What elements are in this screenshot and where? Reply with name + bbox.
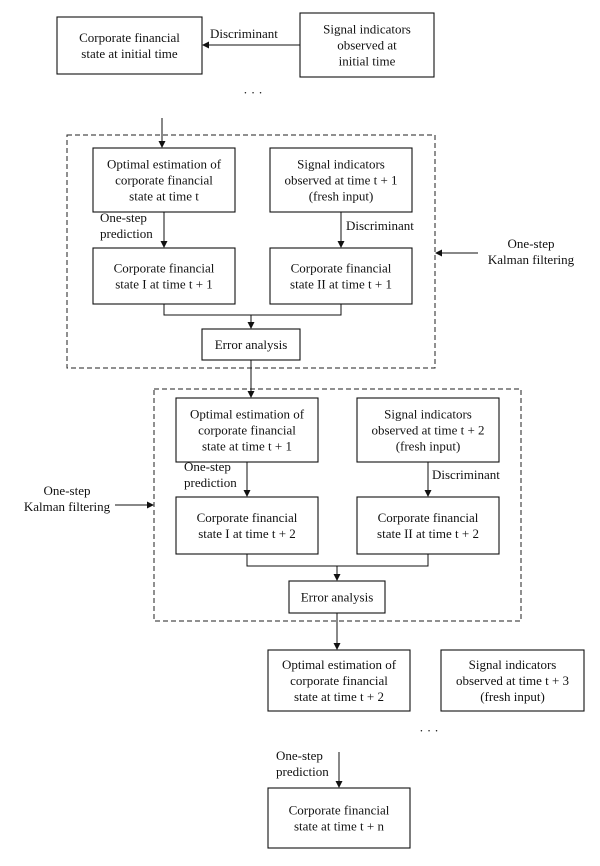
box-text: state II at time t + 2 xyxy=(377,526,479,541)
label-text: Discriminant xyxy=(210,26,278,41)
box-text: state I at time t + 2 xyxy=(198,526,296,541)
box-text: Optimal estimation of xyxy=(107,157,222,172)
label-text: prediction xyxy=(276,764,329,779)
box-error2: Error analysis xyxy=(288,580,386,614)
box-text: Corporate financial xyxy=(291,261,392,276)
box-text: Corporate financial xyxy=(378,510,479,525)
box-text: Error analysis xyxy=(301,590,374,605)
box-text: Optimal estimation of xyxy=(190,407,305,422)
label-text: Discriminant xyxy=(346,218,414,233)
box-text: Signal indicators xyxy=(384,407,472,422)
label-text: prediction xyxy=(100,226,153,241)
box-text: state I at time t + 1 xyxy=(115,277,213,292)
box-text: observed at time t + 2 xyxy=(371,423,484,438)
error-to-next-arrow-1 xyxy=(247,360,255,398)
discriminant-arrow-2 xyxy=(424,462,432,497)
box-text: state at initial time xyxy=(81,46,178,61)
label-text: Kalman filtering xyxy=(488,252,575,267)
box-text: state II at time t + 1 xyxy=(290,277,392,292)
kalman-pointer-right xyxy=(435,249,478,257)
box-text: Corporate financial xyxy=(289,803,390,818)
box-text: Corporate financial xyxy=(79,30,180,45)
prediction-arrow-3 xyxy=(335,752,343,788)
label-text: Discriminant xyxy=(432,467,500,482)
merge-arrow-2 xyxy=(333,566,341,581)
label-text: prediction xyxy=(184,475,237,490)
box-text: corporate financial xyxy=(290,673,388,688)
box-text: corporate financial xyxy=(115,173,213,188)
merge-arrow-1 xyxy=(247,315,255,329)
merge-connector-2 xyxy=(246,554,429,567)
box-text: observed at xyxy=(337,38,397,53)
kalman-pointer-left xyxy=(115,501,154,509)
box-text: initial time xyxy=(339,54,396,69)
label-discriminant-2: Discriminant xyxy=(432,467,500,482)
box-text: state at time t xyxy=(129,189,199,204)
discriminant-arrow-top xyxy=(202,41,300,49)
box-text: Error analysis xyxy=(215,337,288,352)
box-text: corporate financial xyxy=(198,423,296,438)
box-text: state at time t + 2 xyxy=(294,689,384,704)
label-text: One-step xyxy=(100,210,147,225)
box-error1: Error analysis xyxy=(201,328,301,361)
box-text: Corporate financial xyxy=(114,261,215,276)
label-text: One-step xyxy=(276,748,323,763)
label-text: One-step xyxy=(44,483,91,498)
label-text: · · · xyxy=(419,723,439,738)
label-discriminant-top: Discriminant xyxy=(210,26,278,41)
label-text: One-step xyxy=(184,459,231,474)
box-text: (fresh input) xyxy=(480,689,545,704)
entry-arrow-top xyxy=(158,118,166,148)
label-ellipsis-bottom: · · · xyxy=(419,723,439,738)
label-discriminant-1: Discriminant xyxy=(346,218,414,233)
box-text: state at time t + 1 xyxy=(202,439,292,454)
box-text: Signal indicators xyxy=(469,657,557,672)
prediction-arrow-1 xyxy=(160,212,168,248)
box-text: observed at time t + 1 xyxy=(284,173,397,188)
prediction-arrow-2 xyxy=(243,462,251,497)
discriminant-arrow-1 xyxy=(337,212,345,248)
error-to-next-arrow-2 xyxy=(333,613,341,650)
label-text: One-step xyxy=(508,236,555,251)
box-text: (fresh input) xyxy=(309,189,374,204)
label-text: · · · xyxy=(243,85,263,100)
label-text: Kalman filtering xyxy=(24,499,111,514)
box-text: (fresh input) xyxy=(396,439,461,454)
box-text: Optimal estimation of xyxy=(282,657,397,672)
merge-connector-1 xyxy=(163,304,342,316)
box-text: Signal indicators xyxy=(323,22,411,37)
box-text: Corporate financial xyxy=(197,510,298,525)
label-ellipsis-top: · · · xyxy=(243,85,263,100)
box-text: state at time t + n xyxy=(294,819,385,834)
box-text: Signal indicators xyxy=(297,157,385,172)
box-text: observed at time t + 3 xyxy=(456,673,569,688)
